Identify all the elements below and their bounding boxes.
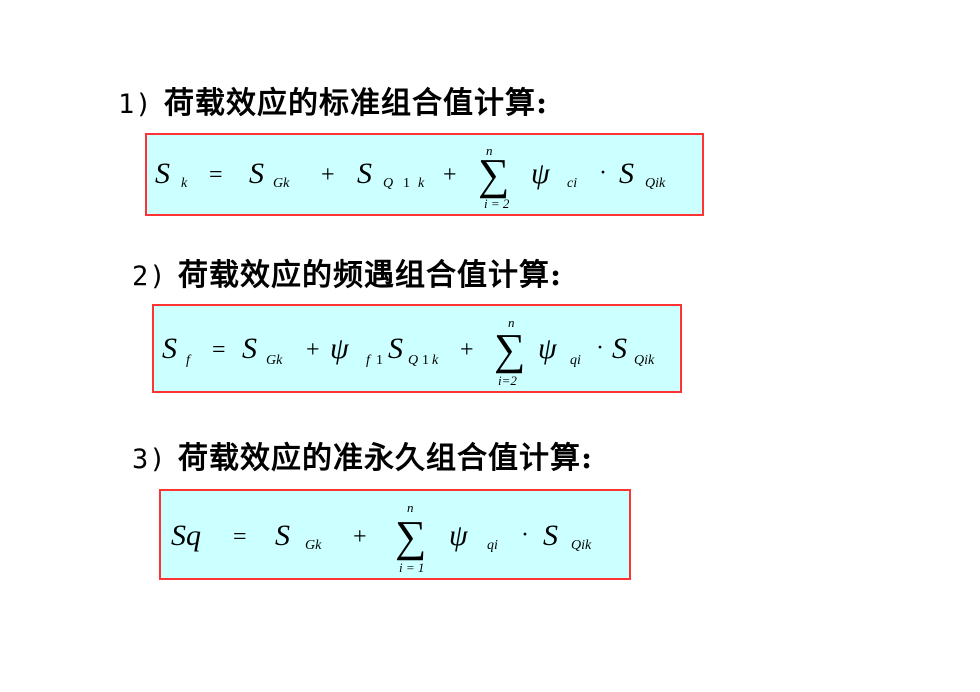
term-subscript: k	[418, 176, 425, 191]
psi-subscript: qi	[570, 353, 581, 368]
section-3-heading: 3) 荷载效应的准永久组合值计算:	[132, 433, 593, 477]
psi-symbol: ψ	[449, 519, 468, 552]
lhs-symbol: S	[155, 157, 170, 190]
term-subscript: Qik	[645, 176, 666, 191]
lhs-symbol: S	[162, 332, 177, 365]
formula-quasi-permanent: Sq = S Gk + n ∑ i = 1 ψ qi · S Qik	[161, 491, 629, 578]
lhs-symbol: Sq	[171, 519, 201, 552]
section-title: 荷载效应的标准组合值计算:	[163, 86, 549, 121]
section-1-heading: 1) 荷载效应的标准组合值计算:	[118, 78, 548, 122]
lhs-subscript: k	[181, 176, 188, 191]
lhs-subscript: f	[186, 353, 190, 368]
term-symbol: S	[242, 332, 257, 365]
term-subscript: Gk	[266, 353, 283, 368]
summation-icon: ∑	[494, 325, 526, 374]
section-number: 2)	[132, 261, 167, 292]
plus-sign: +	[306, 337, 320, 363]
formula-box-frequent: S f = S Gk + ψ f 1 S Q 1 k + n ∑ i=2 ψ q…	[152, 304, 682, 393]
formula-box-quasi-permanent: Sq = S Gk + n ∑ i = 1 ψ qi · S Qik	[159, 489, 631, 580]
term-symbol: S	[249, 157, 264, 190]
summation-icon: ∑	[395, 512, 427, 561]
psi-subscript: qi	[487, 538, 498, 553]
term-subscript: Qik	[634, 353, 655, 368]
term-subscript: Gk	[273, 176, 290, 191]
psi-subscript: f	[366, 353, 370, 368]
dot-operator: ·	[596, 335, 604, 361]
term-subscript: 1	[403, 176, 410, 191]
sum-lower-limit: i=2	[498, 373, 517, 388]
term-subscript: Gk	[305, 538, 322, 553]
section-title: 荷载效应的频遇组合值计算:	[177, 258, 563, 293]
summation-icon: ∑	[478, 150, 510, 199]
formula-box-standard: S k = S Gk + S Q 1 k + n ∑ i = 2 ψ ci · …	[145, 133, 704, 216]
term-subscript: Q	[383, 176, 394, 191]
plus-sign: +	[460, 337, 474, 363]
psi-subscript: 1	[376, 353, 383, 368]
term-symbol: S	[612, 332, 627, 365]
section-number: 1)	[118, 89, 153, 120]
formula-standard: S k = S Gk + S Q 1 k + n ∑ i = 2 ψ ci · …	[147, 135, 702, 214]
term-symbol: S	[543, 519, 558, 552]
plus-sign: +	[443, 162, 457, 188]
sum-upper-limit: n	[508, 315, 515, 330]
psi-subscript: ci	[567, 176, 578, 191]
sum-lower-limit: i = 1	[399, 560, 425, 575]
psi-symbol: ψ	[538, 332, 557, 365]
term-symbol: S	[275, 519, 290, 552]
term-symbol: S	[619, 157, 634, 190]
equals-sign: =	[209, 162, 223, 188]
dot-operator: ·	[599, 160, 607, 186]
term-symbol: S	[357, 157, 372, 190]
sum-lower-limit: i = 2	[484, 196, 510, 211]
term-subscript: 1	[422, 353, 429, 368]
dot-operator: ·	[521, 522, 529, 548]
equals-sign: =	[233, 524, 247, 550]
formula-frequent: S f = S Gk + ψ f 1 S Q 1 k + n ∑ i=2 ψ q…	[154, 306, 680, 391]
section-2-heading: 2) 荷载效应的频遇组合值计算:	[132, 250, 562, 294]
psi-symbol: ψ	[330, 332, 349, 365]
term-subscript: Qik	[571, 538, 592, 553]
equals-sign: =	[212, 337, 226, 363]
plus-sign: +	[353, 524, 367, 550]
term-symbol: S	[388, 332, 403, 365]
section-number: 3)	[132, 444, 167, 475]
term-subscript: Q	[408, 353, 419, 368]
plus-sign: +	[321, 162, 335, 188]
sum-upper-limit: n	[407, 500, 414, 515]
psi-symbol: ψ	[531, 157, 550, 190]
term-subscript: k	[432, 353, 439, 368]
section-title: 荷载效应的准永久组合值计算:	[177, 441, 594, 476]
sum-upper-limit: n	[486, 143, 493, 158]
